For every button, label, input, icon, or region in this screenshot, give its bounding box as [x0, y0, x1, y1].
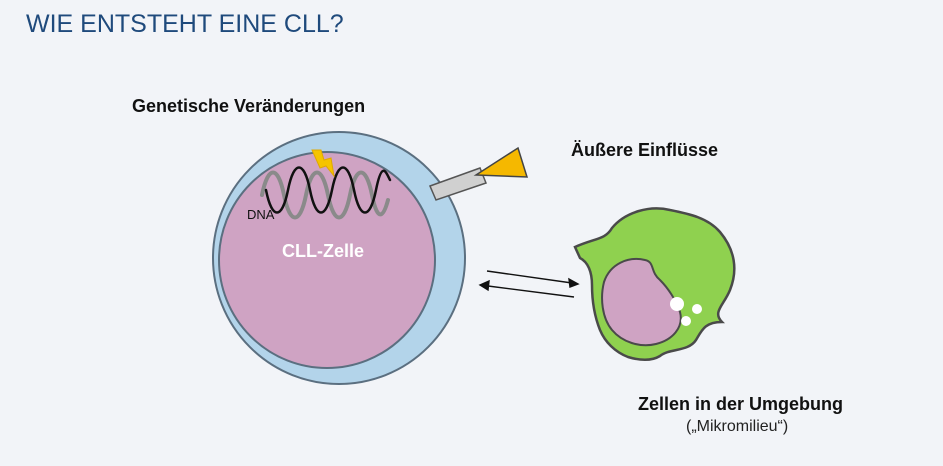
page-title: WIE ENTSTEHT EINE CLL? [26, 10, 344, 38]
cll-cell-nucleus [218, 151, 436, 369]
external-influence-triangle [473, 146, 529, 178]
interaction-arrows [478, 270, 580, 298]
microenvironment-nucleus [601, 258, 682, 347]
cll-cell-label: CLL-Zelle [282, 241, 365, 261]
vesicles [670, 297, 702, 326]
dna-helix [260, 166, 392, 220]
genetic-changes-label: Genetische Veränderungen [132, 96, 366, 116]
dna-label: DNA [247, 207, 275, 222]
microenvironment-label: („Mikromilieu“) [686, 418, 789, 435]
lightning-icon [311, 149, 335, 178]
external-influence-bar [428, 167, 487, 201]
external-influences-label: Äußere Einflüsse [571, 140, 719, 160]
surrounding-cells-label: Zellen in der Umgebung [638, 394, 844, 414]
